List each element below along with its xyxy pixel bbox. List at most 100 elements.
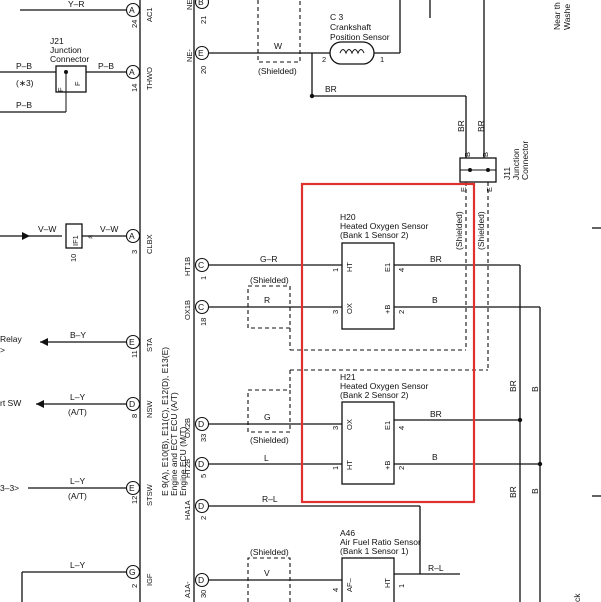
svg-text:2: 2	[322, 55, 326, 64]
h20-id: H20	[340, 212, 356, 222]
wire-label-vw1: V–W	[38, 224, 56, 234]
svg-text:Engine and ECT ECU (A/T): Engine and ECT ECU (A/T)	[169, 392, 179, 496]
pin-name-a1a: A1A-	[183, 581, 192, 598]
pin-name-nsw: NSW	[145, 400, 154, 418]
svg-text:BR: BR	[430, 409, 442, 419]
svg-text:BR: BR	[508, 380, 518, 392]
svg-text:E1: E1	[383, 263, 392, 272]
svg-text:>: >	[0, 345, 5, 355]
pin-name-ox1b: OX1B	[183, 300, 192, 320]
shield-verticals: (Shielded) (Shielded)	[290, 182, 489, 371]
c3-br-label: BR	[325, 84, 337, 94]
wire-label-pb1: P–B	[16, 61, 32, 71]
svg-text:5: 5	[199, 474, 208, 478]
svg-text:B: B	[481, 152, 490, 157]
c3-shield-label: (Shielded)	[258, 66, 297, 76]
svg-text:C: C	[198, 260, 204, 270]
svg-text:F: F	[73, 81, 82, 86]
svg-text:(A/T): (A/T)	[68, 407, 87, 417]
wire-label-ly1: L–Y	[70, 392, 85, 402]
svg-text:(Shielded): (Shielded)	[476, 211, 486, 250]
svg-text:2: 2	[199, 516, 208, 520]
pin-name-stsw: STSW	[145, 483, 154, 506]
svg-text:C: C	[198, 302, 204, 312]
svg-text:D: D	[198, 575, 204, 585]
svg-text:4: 4	[397, 426, 406, 430]
wire-label-pb3: P–B	[16, 100, 32, 110]
reference-label: 3–3>	[0, 483, 19, 493]
svg-text:B: B	[432, 452, 438, 462]
h20-shield-box	[247, 285, 291, 329]
svg-text:E 9(A), E10(B), E11(C), E12(D): E 9(A), E10(B), E11(C), E12(D), E13(E)	[160, 347, 170, 496]
svg-text:Air Fuel Ratio Sensor: Air Fuel Ratio Sensor	[340, 537, 421, 547]
h20-wire-r: R	[264, 295, 270, 305]
svg-text:Near th: Near th	[552, 2, 562, 30]
svg-text:1: 1	[331, 268, 340, 272]
svg-text:Connector: Connector	[520, 141, 530, 180]
svg-text:3: 3	[331, 426, 340, 430]
svg-text:(A/T): (A/T)	[68, 491, 87, 501]
svg-text:J11: J11	[502, 167, 512, 180]
svg-text:B: B	[432, 295, 438, 305]
svg-text:D: D	[198, 501, 204, 511]
svg-text:14: 14	[130, 84, 139, 92]
svg-text:1: 1	[380, 55, 384, 64]
j21-connector	[55, 65, 87, 93]
svg-text:OX: OX	[345, 303, 354, 314]
svg-text:R–L: R–L	[428, 563, 444, 573]
pin-name-ht2b: HT2B	[183, 459, 192, 478]
wire-label-pb2: P–B	[98, 61, 114, 71]
svg-text:HT: HT	[383, 578, 392, 588]
wire-label-by: B–Y	[70, 330, 86, 340]
wire-label-ly2: L–Y	[70, 476, 85, 486]
c3-id: C 3	[330, 12, 344, 22]
svg-text:E1: E1	[383, 421, 392, 430]
svg-text:1: 1	[199, 276, 208, 280]
svg-text:20: 20	[199, 66, 208, 74]
svg-text:3: 3	[331, 310, 340, 314]
svg-text:BR: BR	[476, 120, 486, 132]
j21-line2: Connector	[50, 54, 89, 64]
svg-text:18: 18	[199, 318, 208, 326]
svg-text:1: 1	[397, 584, 406, 588]
svg-text:D: D	[198, 419, 204, 429]
svg-text:Crankshaft: Crankshaft	[330, 22, 372, 32]
svg-text:(Shielded): (Shielded)	[454, 211, 464, 250]
svg-text:+B: +B	[383, 461, 392, 470]
svg-text:AF–: AF–	[345, 577, 354, 592]
svg-text:(Bank 1 Sensor 1): (Bank 1 Sensor 1)	[340, 546, 409, 556]
h21-oxygen-sensor: H21 Heated Oxygen Sensor (Bank 2 Sensor …	[209, 370, 540, 485]
svg-text:12: 12	[130, 496, 139, 504]
pin-name-clbx: CLBX	[145, 234, 154, 254]
svg-text:(Bank 2 Sensor 2): (Bank 2 Sensor 2)	[340, 390, 409, 400]
svg-text:2: 2	[130, 584, 139, 588]
svg-text:ck: ck	[572, 593, 582, 602]
pin-name-ac1: AC1	[145, 7, 154, 22]
pin-name-sta: STA	[145, 338, 154, 352]
svg-text:2: 2	[397, 466, 406, 470]
svg-text:(Shielded): (Shielded)	[250, 435, 289, 445]
svg-text:Heated Oxygen Sensor: Heated Oxygen Sensor	[340, 221, 429, 231]
svg-text:D: D	[129, 399, 135, 409]
a46-wire-v: V	[264, 568, 270, 578]
svg-text:E: E	[459, 187, 468, 192]
svg-text:D: D	[198, 459, 204, 469]
switch-label: rt SW	[0, 398, 21, 408]
corner-text: Near th Washe ck	[552, 2, 582, 602]
pin-name-igf: IGF	[145, 573, 154, 586]
c3-wire-label: W	[274, 41, 282, 51]
svg-text:4: 4	[331, 588, 340, 592]
svg-text:BR: BR	[508, 486, 518, 498]
wire-label-vw2: V–W	[100, 224, 118, 234]
svg-text:2: 2	[397, 310, 406, 314]
svg-text:BR: BR	[430, 254, 442, 264]
pin-letter: A	[129, 5, 135, 15]
svg-text:A: A	[129, 67, 135, 77]
a46-body	[341, 557, 395, 602]
svg-text:B: B	[530, 488, 540, 494]
pin-name-ht1b: HT1B	[183, 257, 192, 276]
pin-name-thwo: THWO	[145, 67, 154, 90]
svg-text:OX: OX	[345, 419, 354, 430]
ecu-right-pins: B 21 NE- E 20 NE- C 1 HT1B C 18 OX1B D 3…	[183, 0, 210, 598]
